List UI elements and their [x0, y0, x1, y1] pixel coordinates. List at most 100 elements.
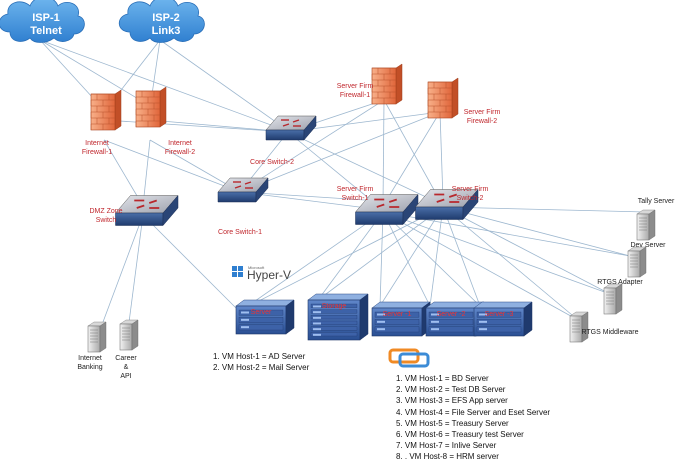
firewall-label: Firewall-1 — [340, 92, 370, 99]
connection-line — [382, 211, 431, 307]
server-label: Dev Server — [630, 242, 666, 249]
connection-line — [382, 99, 385, 207]
connection-line — [317, 206, 444, 301]
connection-line — [429, 206, 444, 307]
switch-label: Core Switch-1 — [218, 229, 262, 236]
switch-label: Switch — [96, 217, 117, 224]
firewall-label: Firewall-2 — [467, 118, 497, 125]
hyperv-brand: Microsoft — [248, 265, 265, 270]
host-label: Banking — [77, 364, 102, 371]
connection-line — [287, 131, 384, 211]
switch-label: Server Firm — [452, 186, 489, 193]
server-label: Tally Server — [638, 198, 675, 205]
hyperv-logo: Microsoft Hyper-V — [232, 265, 291, 282]
rack-storage: Storage — [307, 293, 369, 341]
connection-line — [382, 211, 579, 321]
connection-line — [379, 211, 384, 307]
connection-line — [127, 214, 144, 331]
connection-line — [239, 99, 385, 193]
firewall-label: Internet — [168, 140, 192, 147]
firewall-label: Server Firm — [337, 83, 374, 90]
rack-server-3: Server -3 — [473, 301, 533, 337]
cloud-label: Link3 — [152, 25, 181, 37]
connection-line — [382, 211, 481, 307]
connection-line — [382, 211, 611, 295]
list-item: 1. VM Host-1 = AD Server — [213, 352, 306, 361]
connection-line — [442, 206, 611, 295]
connection-line — [439, 111, 444, 201]
connection-line — [382, 111, 441, 207]
rack-label: Server -2 — [437, 311, 466, 318]
switch-core-1: Core Switch-1 — [217, 177, 269, 236]
host-label: Internet — [78, 355, 102, 362]
connection-line — [142, 214, 241, 313]
rack-server-1: Server -1 — [371, 301, 431, 337]
vmware-logo — [388, 348, 430, 368]
connection-line — [239, 111, 441, 193]
rack-label: Server -1 — [383, 311, 412, 318]
rack-label: Server — [251, 309, 272, 316]
list-item: 8. . VM Host-8 = HRM server — [396, 452, 499, 462]
connection-line — [442, 206, 631, 257]
connection-line — [149, 119, 289, 133]
server-label: RTGS Middleware — [581, 329, 638, 336]
list-item: 2. VM Host-2 = Test DB Server — [396, 385, 506, 395]
connection-line — [244, 211, 384, 309]
connection-line — [159, 39, 291, 133]
rack-server: Server — [235, 299, 295, 335]
firewall-label: Firewall-1 — [82, 149, 112, 156]
rack-label: Storage — [322, 303, 347, 310]
connection-line — [149, 139, 241, 193]
connection-line — [287, 131, 444, 206]
firewall-label: Internet — [85, 140, 109, 147]
connection-line — [103, 119, 289, 133]
cloud-isp-2: ISP-2 Link3 — [118, 0, 205, 43]
cloud-isp-1: ISP-1 Telnet — [0, 0, 85, 43]
host-label: API — [120, 373, 131, 380]
connection-line — [383, 99, 444, 207]
cloud-label: ISP-2 — [152, 12, 180, 24]
connection-line — [103, 139, 144, 207]
connection-line — [442, 206, 579, 321]
server-label: RTGS Adapter — [597, 279, 643, 286]
host-label: Career — [115, 355, 137, 362]
cloud-label: ISP-1 — [32, 12, 60, 24]
connection-line — [39, 39, 291, 133]
list-item: 6. VM Host-6 = Treasury test Server — [396, 430, 524, 440]
host-career: Career & API — [115, 319, 139, 380]
list-item: 3. VM Host-3 = EFS App server — [396, 396, 508, 406]
firewall-label: Server Firm — [464, 109, 501, 116]
switch-core-2: Core Switch-2 — [250, 115, 317, 166]
connection-line — [99, 214, 144, 331]
switch-label: Switch-2 — [457, 195, 484, 202]
cloud-label: Telnet — [30, 25, 62, 37]
connection-line — [442, 206, 481, 307]
server-rtgs-mw: RTGS Middleware — [569, 311, 639, 343]
connection-line — [317, 211, 384, 301]
connection-line — [142, 139, 151, 207]
connection-line — [442, 206, 646, 213]
connection-line — [39, 39, 151, 107]
list-item: 4. VM Host-4 = File Server and Eset Serv… — [396, 407, 551, 417]
list-item: 5. VM Host-5 = Treasury Server — [396, 418, 509, 428]
vmware-vm-list: 1. VM Host-1 = BD Server 2. VM Host-2 = … — [396, 373, 550, 463]
host-label: & — [124, 364, 129, 371]
server-rtgs-adapter: RTGS Adapter — [597, 279, 643, 315]
connection-line — [239, 191, 384, 211]
connection-line — [379, 206, 444, 307]
rack-label: Server -3 — [485, 311, 514, 318]
connection-line — [244, 206, 444, 309]
firewall-label: Firewall-2 — [165, 149, 195, 156]
connection-line — [103, 139, 241, 193]
list-item: 7. VM Host-7 = Inlive Server — [396, 441, 497, 451]
connection-lines — [39, 39, 646, 331]
